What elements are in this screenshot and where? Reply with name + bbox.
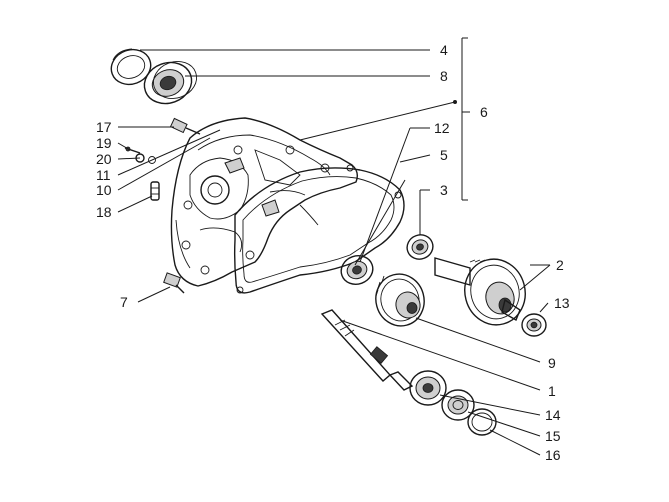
callout-17: 17	[96, 119, 112, 135]
callout-4: 4	[440, 42, 448, 58]
leader-lines	[117, 37, 551, 456]
callout-16: 16	[545, 447, 561, 463]
part-16-oring	[467, 408, 497, 436]
callout-15: 15	[545, 428, 561, 444]
part-2-gear-shaft	[434, 257, 526, 326]
callout-12: 12	[434, 120, 450, 136]
part-7-bolt	[163, 272, 185, 294]
part-9-gear	[375, 273, 425, 327]
callout-20: 20	[96, 151, 112, 167]
part-6-gasket	[233, 164, 405, 294]
callout-18: 18	[96, 204, 112, 220]
part-15-seal	[441, 389, 475, 421]
callout-9: 9	[548, 355, 556, 371]
part-17-screw	[169, 117, 201, 135]
callout-11: 11	[96, 167, 111, 183]
callout-2: 2	[556, 257, 564, 273]
callout-13: 13	[554, 295, 570, 311]
part-20-washer	[135, 153, 156, 164]
callout-labels: 4 8 6 12 5 3 2 13 9 1 14 15 16 17 19 20 …	[96, 42, 570, 463]
part-13-bearing	[521, 313, 547, 337]
part-14-bearing	[409, 370, 447, 406]
callout-10: 10	[96, 182, 112, 198]
part-1-shaft	[320, 309, 414, 391]
callout-19: 19	[96, 135, 112, 151]
part-18-bolt	[150, 181, 160, 201]
callout-5: 5	[440, 147, 448, 163]
callout-7: 7	[120, 294, 128, 310]
callout-8: 8	[440, 68, 448, 84]
part-8-bearing	[143, 61, 198, 105]
callout-1: 1	[548, 383, 556, 399]
callout-3: 3	[440, 182, 448, 198]
callout-14: 14	[545, 407, 561, 423]
part-3-bearing	[406, 234, 434, 260]
gearbox-housing	[170, 117, 359, 287]
part-4-seal-ring	[110, 48, 152, 86]
part-12-bearing	[340, 255, 374, 285]
callout-6: 6	[480, 104, 488, 120]
